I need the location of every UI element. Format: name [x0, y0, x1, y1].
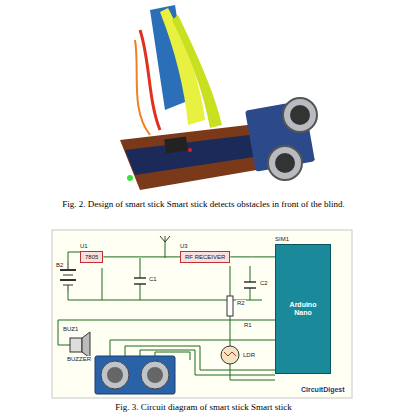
part-reference: C1 — [148, 276, 158, 283]
wire — [230, 256, 275, 257]
arduino-board: SIM1Arduino Nano — [275, 236, 331, 374]
part-reference: U1 — [80, 243, 103, 250]
watermark: CircuitDigest — [300, 386, 346, 394]
component-name: LDR — [242, 352, 256, 359]
component-name: RF RECEIVER — [180, 251, 230, 264]
component-box: U17805 — [80, 243, 103, 263]
figure-caption: Fig. 2. Design of smart stick Smart stic… — [40, 199, 367, 210]
figure-caption: Fig. 3. Circuit diagram of smart stick S… — [40, 402, 367, 413]
part-reference: SIM1 — [275, 236, 331, 243]
component-name: Arduino Nano — [275, 244, 331, 374]
part-reference: U3 — [180, 243, 230, 250]
part-reference: BUZ1 — [62, 326, 79, 333]
buzzer-symbol — [70, 332, 90, 358]
part-reference: C2 — [259, 280, 269, 287]
part-reference: B2 — [55, 262, 64, 269]
part-reference: R2 — [236, 300, 246, 307]
stick-photo — [95, 2, 335, 196]
component-name: BUZZER — [66, 356, 92, 363]
schematic-ground — [52, 230, 352, 398]
resistor-symbol — [227, 296, 233, 316]
ultrasonic-sensor — [95, 356, 175, 394]
antenna-symbol — [160, 236, 170, 242]
component-name: 7805 — [80, 251, 103, 264]
part-reference: R1 — [243, 322, 253, 329]
component-box: U3RF RECEIVER — [180, 243, 230, 263]
wire — [103, 256, 180, 257]
ldr-symbol — [221, 346, 239, 364]
